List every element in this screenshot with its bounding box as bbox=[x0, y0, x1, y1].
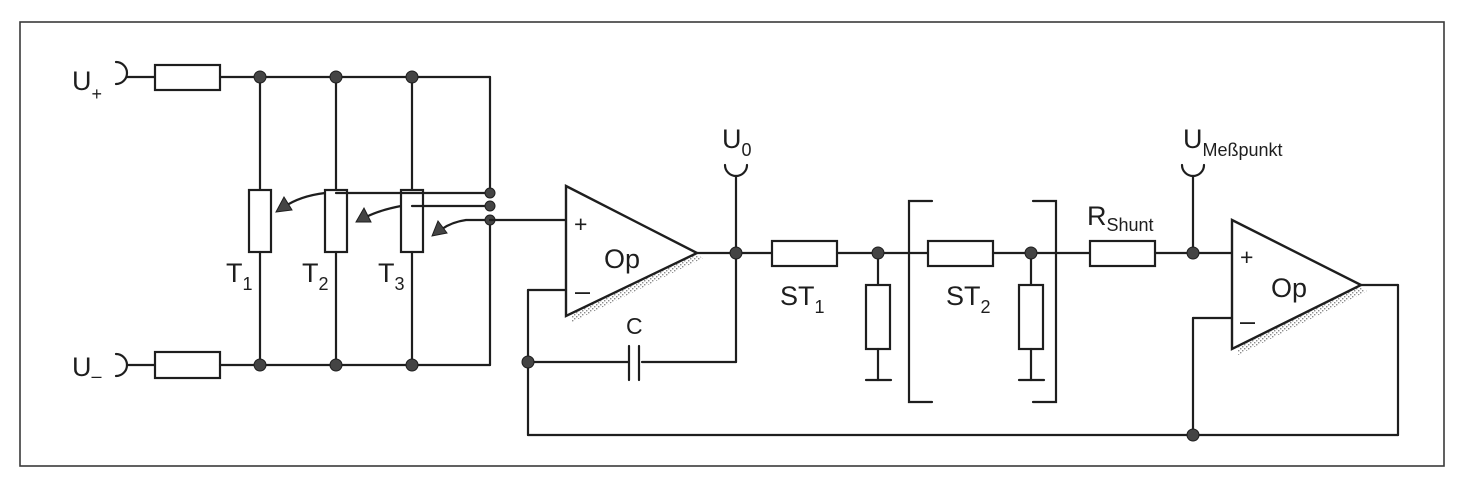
t3-label: T3 bbox=[378, 258, 405, 294]
messpunkt-terminal bbox=[1180, 163, 1206, 178]
opamp1-label: Op bbox=[604, 244, 640, 274]
opamp1-minus-sign: – bbox=[575, 276, 590, 306]
shunt-label: RShunt bbox=[1087, 201, 1154, 235]
node bbox=[329, 70, 343, 84]
shunt-resistor bbox=[1088, 239, 1157, 268]
node bbox=[405, 70, 419, 84]
st2-bracket-right bbox=[1031, 199, 1058, 404]
st1-label: ST1 bbox=[780, 281, 825, 317]
capacitor-label: C bbox=[626, 313, 643, 339]
st1-shunt-resistor bbox=[864, 251, 892, 382]
st1-series-resistor bbox=[770, 239, 839, 268]
u0-label: U0 bbox=[722, 124, 752, 160]
node bbox=[484, 200, 496, 212]
wiper-arrow-t3 bbox=[431, 218, 492, 237]
node bbox=[253, 70, 267, 84]
node bbox=[1024, 246, 1038, 260]
opamp2-minus-sign: – bbox=[1240, 306, 1255, 336]
wiper-arrow-t1 bbox=[275, 191, 492, 213]
opamp1-plus-sign: + bbox=[574, 211, 587, 237]
node bbox=[484, 187, 496, 199]
node bbox=[405, 358, 419, 372]
node bbox=[329, 358, 343, 372]
st2-series-resistor bbox=[926, 239, 995, 268]
node bbox=[729, 246, 743, 260]
u-minus-label: U– bbox=[72, 352, 102, 386]
messpunkt-label: UMeßpunkt bbox=[1183, 124, 1283, 160]
u0-terminal bbox=[723, 163, 749, 178]
u-plus-label: U+ bbox=[72, 66, 102, 104]
opamp-2 bbox=[1230, 218, 1367, 355]
trimmer-t3 bbox=[399, 75, 425, 367]
node bbox=[871, 246, 885, 260]
series-resistor-bottom bbox=[153, 350, 222, 380]
st2-shunt-resistor bbox=[1017, 251, 1045, 382]
series-resistor-top bbox=[153, 63, 222, 92]
st2-label: ST2 bbox=[946, 281, 991, 317]
u-plus-terminal bbox=[114, 60, 157, 86]
node bbox=[1186, 428, 1200, 442]
opamp2-label: Op bbox=[1271, 273, 1307, 303]
t2-label: T2 bbox=[302, 258, 329, 294]
node bbox=[521, 355, 535, 369]
u-minus-terminal bbox=[114, 352, 157, 378]
t1-label: T1 bbox=[226, 258, 253, 294]
node bbox=[253, 358, 267, 372]
opamp2-plus-sign: + bbox=[1240, 244, 1253, 270]
capacitor-c bbox=[627, 344, 641, 382]
wiper-arrow-t2 bbox=[355, 204, 492, 223]
opamp-1 bbox=[564, 184, 703, 322]
diagram-frame bbox=[19, 21, 1445, 467]
opamp2-feedback bbox=[1191, 283, 1400, 437]
trimmer-t2 bbox=[323, 75, 349, 367]
node bbox=[1186, 246, 1200, 260]
trimmer-t1 bbox=[247, 75, 273, 367]
st2-bracket-left bbox=[907, 199, 934, 404]
